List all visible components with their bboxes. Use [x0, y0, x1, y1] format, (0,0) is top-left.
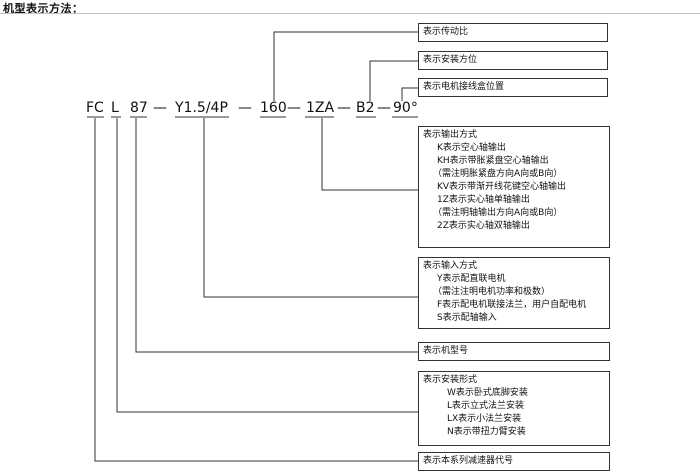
connector-ratio — [273, 31, 418, 101]
separator: — — [377, 100, 391, 116]
output-line: KH表示带胀紧盘空心轴输出 — [437, 156, 549, 166]
box-ratio: 表示传动比 — [418, 23, 608, 42]
box-series: 表示本系列减速器代号 — [418, 452, 610, 471]
code-160: 160 — [260, 100, 287, 116]
mounting-line: W表示卧式底脚安装 — [447, 388, 528, 398]
box-ratio-label: 表示传动比 — [423, 27, 469, 37]
connector-output — [321, 118, 418, 191]
connector-mount-dir — [369, 60, 418, 101]
code-b2: B2 — [356, 100, 375, 116]
connector-terminal-box — [401, 87, 418, 101]
input-line: Y表示配直联电机 — [437, 274, 506, 284]
output-line: 1Z表示实心轴单轴输出 — [437, 195, 530, 205]
code-fc: FC — [86, 100, 104, 116]
box-mounting-head: 表示安装形式 — [423, 375, 478, 385]
box-model: 表示机型号 — [418, 342, 610, 361]
connector-series — [94, 118, 418, 462]
box-mounting: 表示安装形式 W表示卧式底脚安装 L表示立式法兰安装 LX表示小法兰安装 N表示… — [418, 371, 610, 446]
box-output-head: 表示输出方式 — [423, 130, 478, 140]
code-l: L — [111, 100, 119, 116]
box-input-head: 表示输入方式 — [423, 261, 478, 271]
code-90: 90° — [393, 100, 418, 116]
box-series-label: 表示本系列减速器代号 — [423, 456, 514, 466]
output-line: （需注明轴输出方向A向或B向） — [433, 208, 563, 218]
separator: — — [153, 100, 167, 116]
mounting-line: LX表示小法兰安装 — [447, 414, 522, 424]
input-line: S表示配轴输入 — [437, 313, 497, 323]
box-terminal-box: 表示电机接线盒位置 — [418, 78, 608, 97]
box-mount-dir-label: 表示安装方位 — [423, 55, 478, 65]
box-mount-dir: 表示安装方位 — [418, 51, 608, 70]
separator: — — [287, 100, 301, 116]
box-input: 表示输入方式 Y表示配直联电机 （需注注明电机功率和极数） F表示配电机联接法兰… — [418, 257, 610, 329]
output-line: KV表示带渐开线花键空心轴输出 — [437, 182, 567, 192]
output-line: 2Z表示实心轴双轴输出 — [437, 221, 530, 231]
output-line: K表示空心轴输出 — [437, 143, 506, 153]
mounting-line: L表示立式法兰安装 — [447, 401, 525, 411]
input-line: F表示配电机联接法兰，用户自配电机 — [437, 300, 587, 310]
input-line: （需注注明电机功率和极数） — [433, 287, 551, 297]
code-y: Y1.5/4P — [175, 100, 228, 116]
box-terminal-box-label: 表示电机接线盒位置 — [423, 82, 505, 92]
box-output: 表示输出方式 K表示空心轴输出 KH表示带胀紧盘空心轴输出 （需注明胀紧盘方向A… — [418, 126, 610, 248]
diagram-title: 机型表示方法： — [3, 2, 84, 15]
mounting-line: N表示带扭力臂安装 — [447, 427, 526, 437]
connector-input — [203, 118, 418, 298]
code-87: 87 — [130, 100, 148, 116]
title-underline — [0, 13, 700, 14]
connector-model — [135, 118, 418, 353]
box-model-label: 表示机型号 — [423, 346, 469, 356]
output-line: （需注明胀紧盘方向A向或B向） — [433, 169, 563, 179]
separator: — — [238, 100, 252, 116]
connector-mounting — [116, 118, 418, 413]
separator: — — [337, 100, 351, 116]
code-1za: 1ZA — [306, 100, 335, 116]
